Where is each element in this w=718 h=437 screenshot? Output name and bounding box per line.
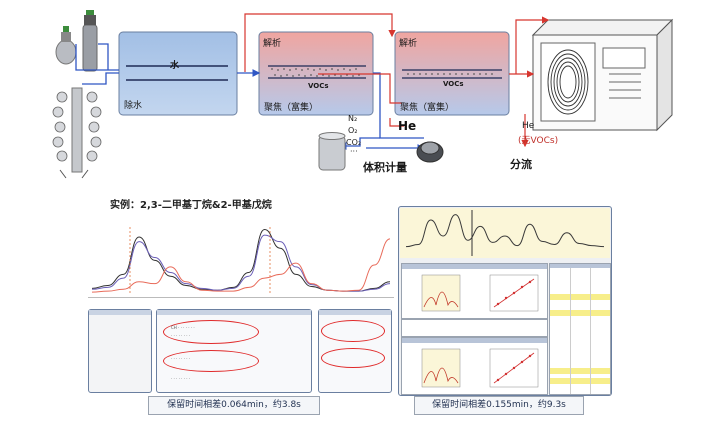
caption-left: 保留时间相差0.064min，约3.8s	[148, 396, 320, 415]
desorption-lines	[244, 13, 550, 148]
report-ellipse-1	[163, 320, 259, 344]
vocs-label-1: VOCs	[308, 82, 329, 90]
remove-water-label: 除水	[124, 101, 143, 111]
volume-meter-icon	[318, 132, 444, 171]
left-report-pane: CH · · · · · · · · · · · · · · · · · · ·…	[156, 309, 312, 393]
volume-metering-label: 体积计量	[363, 161, 407, 174]
report-ellipse-2	[163, 350, 259, 372]
mini-window-top-plot	[421, 274, 539, 312]
report-ellipse-4	[321, 348, 385, 368]
dots-label: ···	[350, 147, 358, 156]
gas-cylinder-icon	[55, 10, 98, 72]
process-diagram	[52, 10, 674, 179]
chromatogram-series-line	[91, 238, 391, 293]
right-report-pane	[318, 309, 392, 393]
caption-right: 保留时间相差0.155min，约9.3s	[414, 396, 584, 415]
chromatogram-series-line	[405, 214, 605, 248]
desorb-label-1: 解析	[263, 39, 282, 49]
helium-label: He	[398, 119, 417, 133]
n2-label: N₂	[348, 114, 358, 123]
mini-window-bottom	[401, 337, 548, 395]
chromatogram-series-line	[91, 234, 391, 292]
co2-label: CO₂	[346, 138, 362, 147]
left-side-pane	[88, 309, 152, 393]
helium-out-label: He	[522, 121, 535, 131]
report-ellipse-3	[321, 320, 385, 342]
water-label: 水	[170, 61, 180, 71]
vocs-label-2: VOCs	[443, 80, 464, 88]
no-vocs-label: (无VOCs)	[518, 136, 559, 146]
mini-window-bottom-plot	[421, 348, 539, 388]
adsorbent-bed-2	[407, 73, 493, 75]
split-label: 分流	[510, 158, 532, 171]
canister-rack-icon	[52, 87, 102, 179]
adsorbent-bed-1	[271, 68, 360, 77]
o2-label: O₂	[348, 126, 358, 135]
gc-column-coil	[547, 49, 589, 115]
focus-label-1: 聚焦（富集）	[264, 103, 319, 113]
mini-window-top	[401, 263, 548, 319]
left-chromatogram	[91, 227, 391, 295]
right-software-panel	[398, 206, 612, 396]
gc-oven-icon	[531, 18, 674, 132]
right-chromatogram	[400, 208, 610, 258]
results-table	[549, 263, 611, 395]
focus-label-2: 聚焦（富集）	[400, 103, 455, 113]
desorb-label-2: 解析	[399, 39, 418, 49]
left-chromatogram-panel: CH · · · · · · · · · · · · · · · · · · ·…	[88, 217, 394, 393]
carrier-gas-lines	[75, 43, 426, 152]
mini-table-strip	[401, 319, 548, 337]
example-title: 实例：2,3-二甲基丁烷&2-甲基戊烷	[110, 200, 272, 211]
